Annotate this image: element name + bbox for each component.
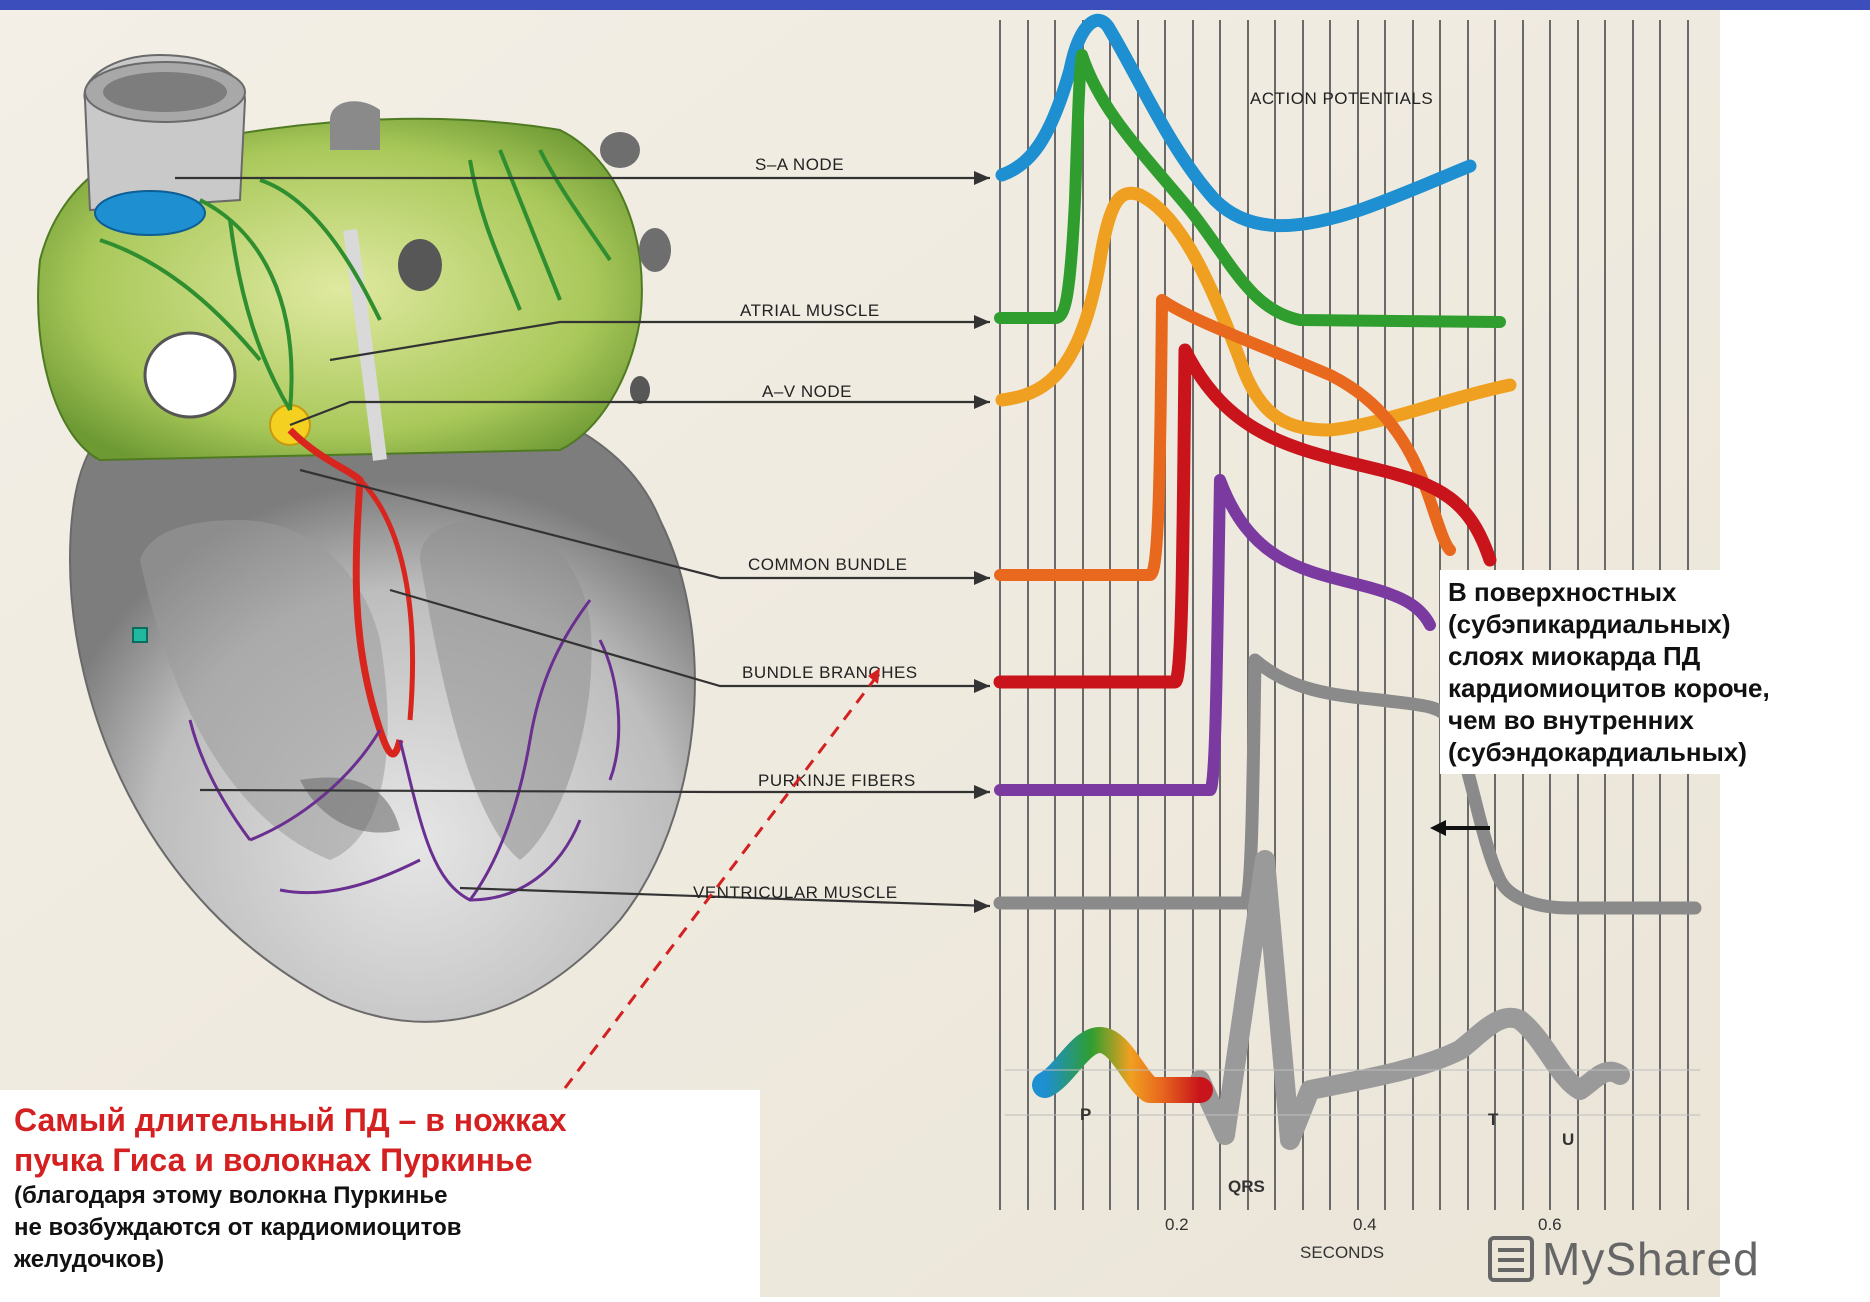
note-left-red-line: Самый длительный ПД – в ножках [14, 1100, 746, 1140]
x-axis-label: SECONDS [1300, 1243, 1384, 1262]
label-av-node: A–V NODE [762, 382, 852, 401]
label-purkinje-fibers: PURKINJE FIBERS [758, 771, 916, 790]
label-sa-node: S–A NODE [755, 155, 844, 174]
note-left-black-line: желудочков) [14, 1244, 746, 1276]
note-left-red-line: пучка Гиса и волокнах Пуркинье [14, 1140, 746, 1180]
ecg-qrs-label: QRS [1228, 1177, 1265, 1196]
note-right-line: В поверхностных [1448, 576, 1852, 608]
note-right-line: (субэндокардиальных) [1448, 736, 1852, 768]
label-bundle-branches: BUNDLE BRANCHES [742, 663, 918, 682]
ecg-t-label: T [1488, 1110, 1499, 1129]
label-atrial-muscle: ATRIAL MUSCLE [740, 301, 880, 320]
label-common-bundle: COMMON BUNDLE [748, 555, 908, 574]
label-ventricular-muscle: VENTRICULAR MUSCLE [693, 883, 898, 902]
x-tick-0-4: 0.4 [1353, 1215, 1377, 1234]
x-tick-0-2: 0.2 [1165, 1215, 1189, 1234]
note-right: В поверхностных (субэпикардиальных) слоя… [1440, 570, 1860, 774]
note-left-black-line: не возбуждаются от кардиомиоцитов [14, 1212, 746, 1244]
ecg-u-label: U [1562, 1130, 1574, 1149]
watermark-text: MyShared [1542, 1232, 1760, 1286]
note-right-line: (субэпикардиальных) [1448, 608, 1852, 640]
sa-node [95, 191, 205, 235]
note-right-line: чем во внутренних [1448, 704, 1852, 736]
title-strip [0, 0, 1870, 10]
ecg-p-label: P [1080, 1105, 1091, 1124]
note-left: Самый длительный ПД – в ножках пучка Гис… [0, 1090, 760, 1297]
note-right-line: слоях миокарда ПД [1448, 640, 1852, 672]
action-potentials-header: ACTION POTENTIALS [1250, 89, 1433, 108]
presentation-icon [1488, 1236, 1534, 1282]
note-left-black-line: (благодаря этому волокна Пуркинье [14, 1180, 746, 1212]
note-right-line: кардиомиоцитов короче, [1448, 672, 1852, 704]
atrial-opening [145, 333, 235, 417]
watermark: MyShared [1488, 1232, 1760, 1286]
